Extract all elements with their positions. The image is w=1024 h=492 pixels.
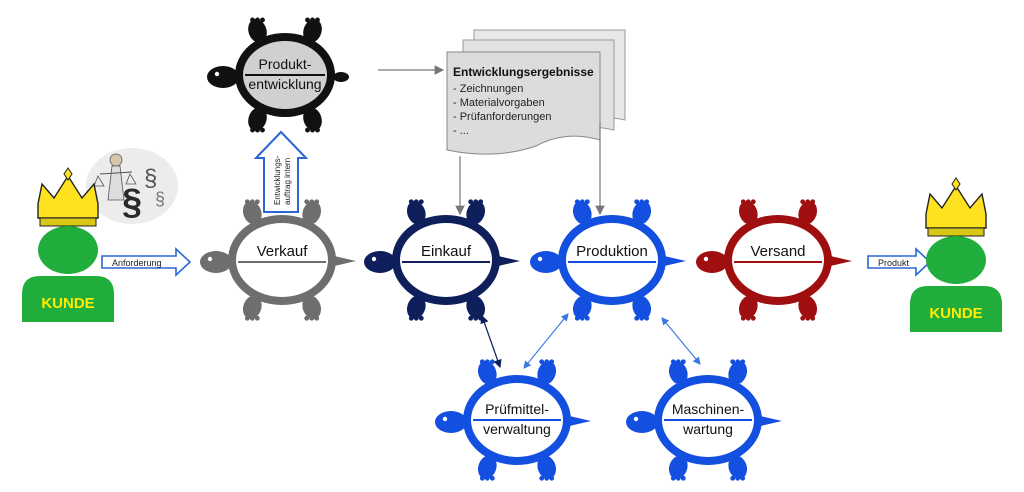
anforderung-arrow: Anforderung <box>101 247 192 277</box>
auftrag-text-1: Entwicklungs- <box>273 155 282 205</box>
turtle-label: Prüfmittel- <box>485 401 549 417</box>
document-items: - Zeichnungen - Materialvorgaben - Prüfanf… <box>453 83 551 137</box>
produkt-arrow: Produkt <box>867 247 932 277</box>
turtle-label: wartung <box>682 421 733 437</box>
svg-text:§: § <box>144 165 157 192</box>
document-title: Entwicklungsergebnisse <box>453 65 594 79</box>
turtle-verkauf: Verkauf <box>200 199 356 321</box>
turtle-label: entwicklung <box>248 76 321 92</box>
turtle-label: Produktion <box>576 243 648 260</box>
turtle-produktentwicklung: Produkt-entwicklung <box>207 17 349 133</box>
document-item: - ... <box>453 125 469 137</box>
turtle-versand: Versand <box>696 199 852 321</box>
kunde-label: KUNDE <box>41 295 94 312</box>
link-einkauf-pruefmittel <box>480 314 502 369</box>
justice-paragraph-icon: § § § <box>86 148 178 224</box>
customer-kunde: KUNDE <box>910 177 1002 332</box>
document-item: - Materialvorgaben <box>453 97 545 109</box>
link-produktion-pruefmittel <box>523 313 569 369</box>
turtle-einkauf: Einkauf <box>364 199 520 321</box>
document-item: - Zeichnungen <box>453 83 523 95</box>
auftrag-text-2: auftrag intern <box>283 158 292 205</box>
customer-kunde: KUNDE <box>22 167 114 322</box>
kunde-label: KUNDE <box>929 305 982 322</box>
document-item: - Prüfanforderungen <box>453 111 551 123</box>
turtle-label: Maschinen- <box>672 401 745 417</box>
turtle-label: Versand <box>750 243 805 260</box>
anforderung-label: Anforderung <box>112 258 162 268</box>
crown-icon <box>925 177 987 237</box>
produkt-label: Produkt <box>878 258 910 268</box>
document-stack: Entwicklungsergebnisse - Zeichnungen - Ma… <box>446 29 626 155</box>
turtle-maschinen: Maschinen-wartung <box>626 359 782 481</box>
svg-text:§: § <box>155 189 165 209</box>
svg-text:§: § <box>122 181 142 222</box>
turtle-pruefmittel: Prüfmittel-verwaltung <box>435 359 591 481</box>
link-produktion-maschinen <box>661 317 701 365</box>
turtle-label: Produkt- <box>259 56 312 72</box>
turtle-label: Einkauf <box>421 243 472 260</box>
turtle-label: Verkauf <box>257 243 309 260</box>
customers: KUNDE KUNDE <box>22 167 1002 332</box>
turtle-label: verwaltung <box>483 421 551 437</box>
entwicklungsauftrag-arrow: Entwicklungs- auftrag intern <box>253 130 309 213</box>
turtle-produktion: Produktion <box>530 199 686 321</box>
connectors <box>480 313 701 369</box>
